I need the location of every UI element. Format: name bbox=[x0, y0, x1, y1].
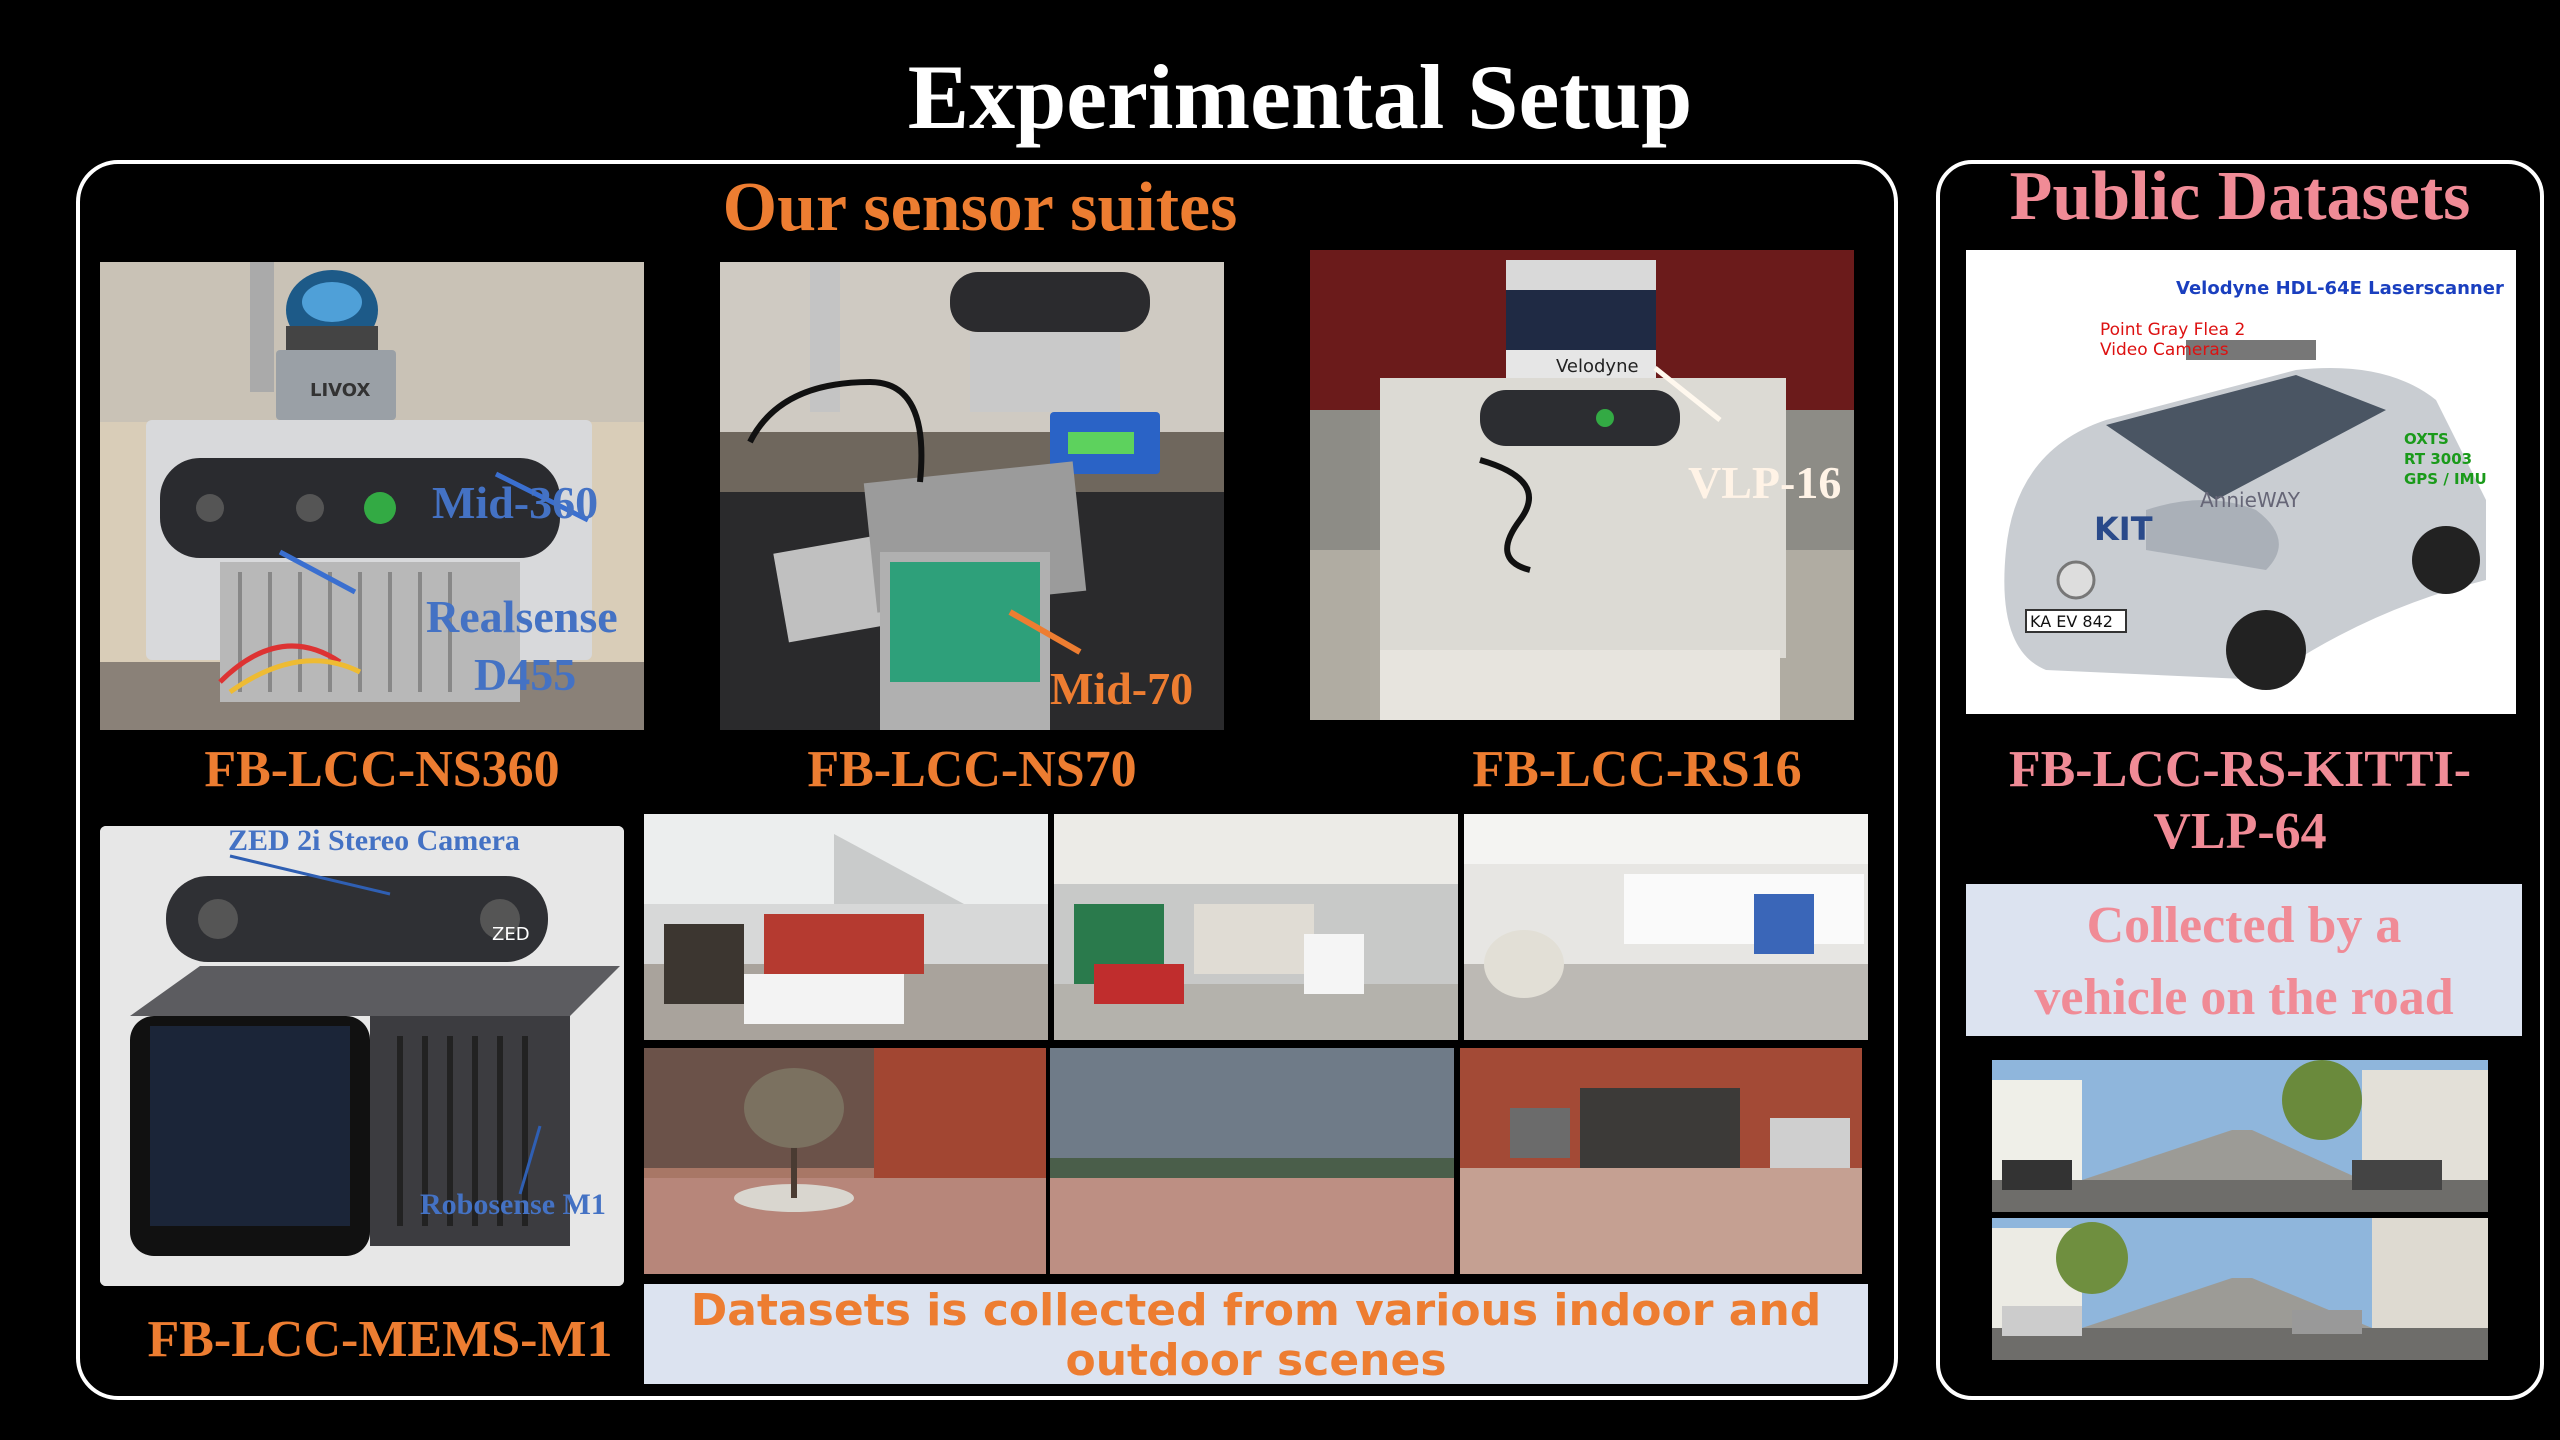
mid70-label: Mid-70 bbox=[1050, 663, 1194, 714]
vlp16-label: VLP-16 bbox=[1688, 457, 1842, 508]
public-datasets-panel bbox=[1936, 160, 2544, 1400]
kit-brand-text: KIT bbox=[2094, 510, 2153, 548]
gps-label-line2: RT 3003 bbox=[2404, 450, 2473, 468]
public-datasets-title: Public Datasets bbox=[2009, 158, 2471, 235]
ns360-caption: FB-LCC-NS360 bbox=[204, 741, 560, 798]
gps-label-line1: OXTS bbox=[2404, 430, 2449, 448]
laser-scanner-label: Velodyne HDL-64E Laserscanner bbox=[2176, 278, 2504, 299]
indoor-scene-1 bbox=[644, 814, 1048, 1040]
page-title: Experimental Setup bbox=[907, 46, 1693, 148]
ns70-caption: FB-LCC-NS70 bbox=[807, 741, 1137, 798]
vehicle-banner-line2: vehicle on the road bbox=[2034, 969, 2454, 1026]
collected-by-vehicle-banner: Collected by a vehicle on the road bbox=[1966, 884, 2522, 1036]
mems-m1-caption: FB-LCC-MEMS-M1 bbox=[147, 1311, 613, 1368]
livox-device-text: LIVOX bbox=[310, 380, 371, 401]
road-scene-2 bbox=[1992, 1218, 2488, 1360]
indoor-scene-2 bbox=[1054, 814, 1458, 1040]
camera-label-line2: Video Cameras bbox=[2100, 340, 2229, 360]
mid360-label: Mid-360 bbox=[432, 477, 599, 528]
kitti-car-photo bbox=[1966, 250, 2516, 714]
license-plate-text: KA EV 842 bbox=[2030, 612, 2113, 631]
velodyne-device-text: Velodyne bbox=[1556, 356, 1639, 377]
camera-label-line1: Point Gray Flea 2 bbox=[2100, 320, 2246, 340]
road-scene-1 bbox=[1992, 1060, 2488, 1212]
kitti-caption-line2: VLP-64 bbox=[2153, 803, 2327, 860]
rs16-caption: FB-LCC-RS16 bbox=[1472, 741, 1802, 798]
mems-m1-photo bbox=[100, 826, 624, 1286]
rs16-photo bbox=[1310, 250, 1854, 720]
zed-device-text: ZED bbox=[492, 924, 530, 945]
sensor-suites-panel bbox=[76, 160, 1898, 1400]
realsense-label: Realsense bbox=[426, 591, 618, 642]
outdoor-scene-1 bbox=[644, 1048, 1046, 1274]
vehicle-banner-line1: Collected by a bbox=[2086, 897, 2402, 954]
outdoor-scene-2 bbox=[1050, 1048, 1454, 1274]
ns70-photo bbox=[720, 262, 1224, 730]
gps-label-line3: GPS / IMU bbox=[2404, 470, 2487, 488]
outdoor-scene-3 bbox=[1460, 1048, 1862, 1274]
robosense-m1-label: Robosense M1 bbox=[420, 1188, 606, 1221]
annieway-livery-text: AnnieWAY bbox=[2200, 488, 2300, 512]
indoor-scene-3 bbox=[1464, 814, 1868, 1040]
zed-camera-label: ZED 2i Stereo Camera bbox=[228, 824, 520, 857]
sensor-suites-title: Our sensor suites bbox=[722, 169, 1238, 246]
scenes-banner: Datasets is collected from various indoo… bbox=[644, 1284, 1868, 1386]
ns360-photo bbox=[100, 262, 644, 730]
kitti-caption-line1: FB-LCC-RS-KITTI- bbox=[2008, 741, 2472, 798]
d455-label: D455 bbox=[474, 649, 577, 700]
